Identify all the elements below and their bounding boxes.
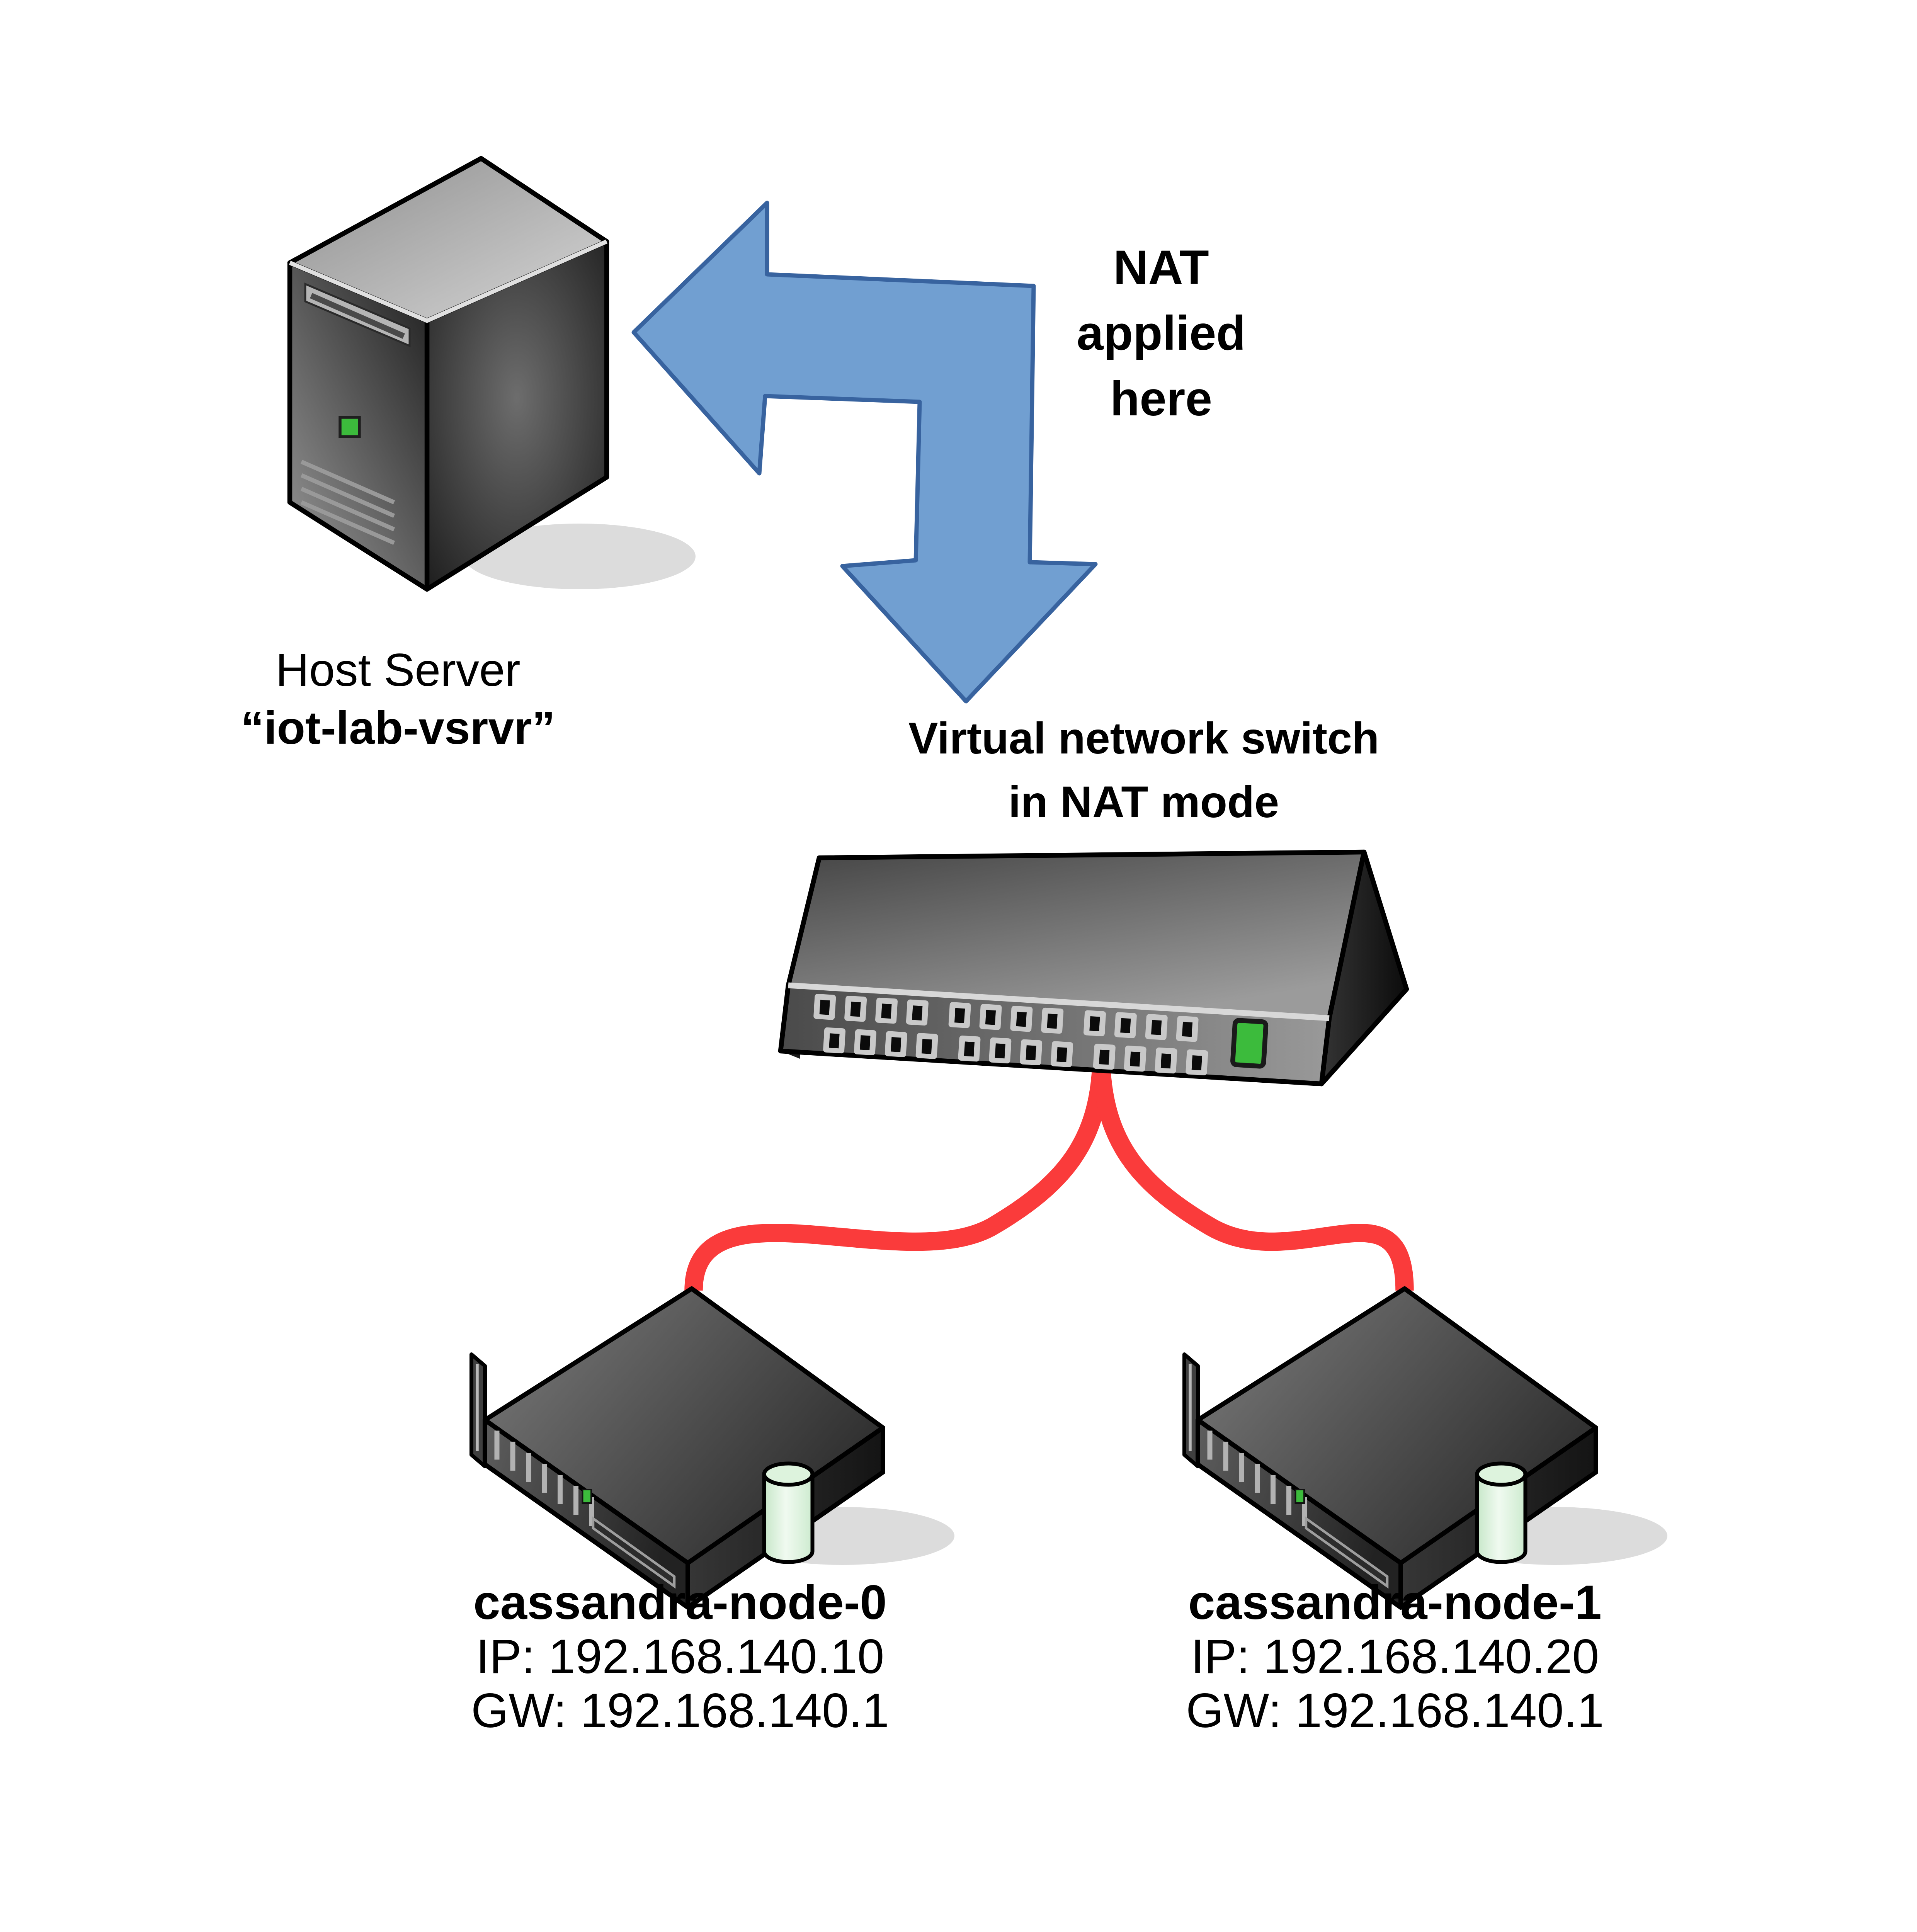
node-1-gw: GW: 192.168.140.1 [1186,1685,1604,1739]
host-server-title: Host Server [276,645,520,697]
vent-lines [300,459,395,545]
rack-server-icon-node-1 [1184,1289,1667,1607]
rack-server-icon-node-0 [471,1289,954,1607]
nat-note: NAT applied here [1077,236,1246,433]
cable-left [684,1066,1111,1291]
switch-label: Virtual network switch in NAT mode [908,707,1379,835]
host-server-label: Host Server “iot-lab-vsrvr” [241,643,555,759]
switch-label-line-1: Virtual network switch [908,713,1379,763]
node-0-label: cassandra-node-0 IP: 192.168.140.10 GW: … [471,1577,889,1739]
nat-note-line-3: here [1110,373,1212,427]
switch-label-line-2: in NAT mode [1008,777,1279,827]
network-switch-icon [778,849,1409,1087]
nat-note-line-2: applied [1077,307,1246,361]
node-1-name: cassandra-node-1 [1188,1577,1602,1631]
host-server-name: “iot-lab-vsrvr” [241,703,555,755]
cable-right [1092,1066,1414,1291]
node-1-ip: IP: 192.168.140.20 [1191,1631,1599,1685]
nat-note-line-1: NAT [1113,242,1209,296]
power-led [338,416,361,438]
cable-fork [684,1066,1414,1291]
nat-arrow-icon [631,201,1098,704]
switch-ports [813,993,1269,1076]
host-server-icon [287,156,696,592]
node-0-name: cassandra-node-0 [473,1577,887,1631]
node-0-gw: GW: 192.168.140.1 [471,1685,889,1739]
switch-led [1230,1018,1269,1069]
node-1-label: cassandra-node-1 IP: 192.168.140.20 GW: … [1186,1577,1604,1739]
node-0-ip: IP: 192.168.140.10 [476,1631,885,1685]
